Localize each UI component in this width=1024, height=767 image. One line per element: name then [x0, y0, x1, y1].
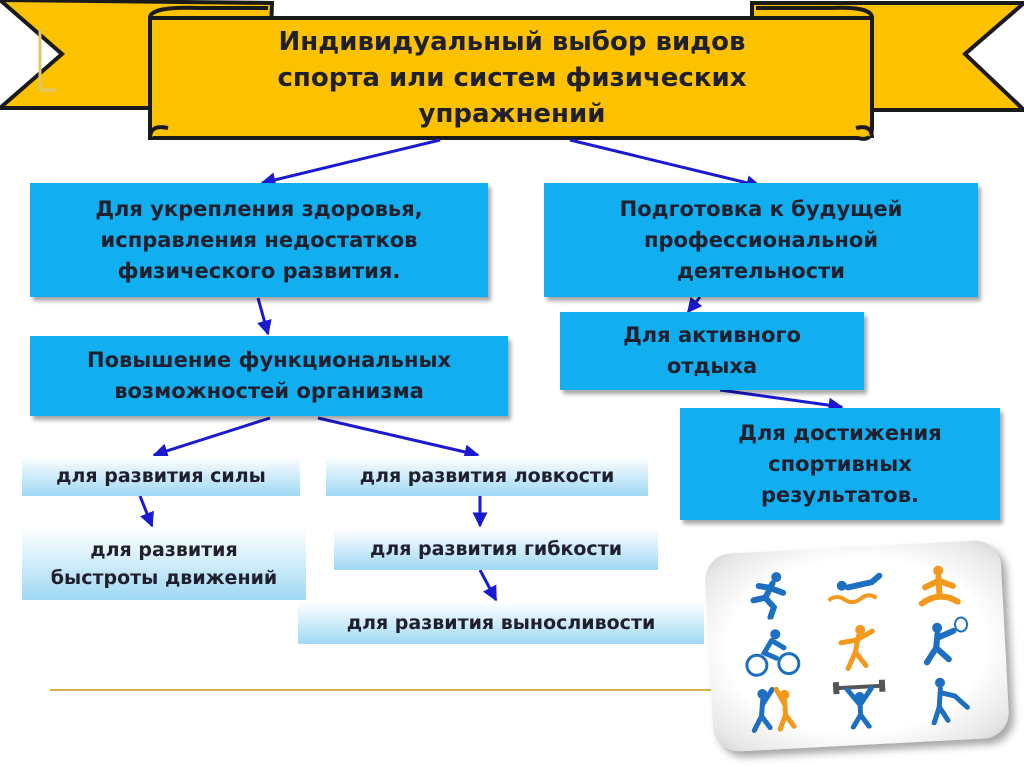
- volleyball-icon: [751, 687, 797, 734]
- title-line-3: упражнений: [418, 99, 606, 129]
- speed-line-1: для развития: [90, 539, 238, 561]
- title-line-1: Индивидуальный выбор видов: [278, 27, 746, 57]
- sports-icons-card: [704, 539, 1010, 753]
- agility-label: для развития ловкости: [359, 465, 615, 487]
- box-endurance: для развития выносливости: [298, 602, 704, 644]
- runner-icon: [750, 571, 786, 621]
- golf-icon: [931, 677, 971, 726]
- profession-line-2: профессиональной: [643, 227, 879, 252]
- strength-label: для развития силы: [56, 465, 266, 487]
- box-function: Повышение функциональных возможностей ор…: [30, 336, 508, 416]
- title-line-2: спорта или систем физических: [277, 63, 747, 93]
- box-health: Для укрепления здоровья, исправления нед…: [30, 183, 488, 297]
- box-profession: Подготовка к будущей профессиональной де…: [544, 183, 978, 297]
- box-leisure: Для активного отдыха: [560, 312, 864, 390]
- tennis-icon: [924, 616, 969, 666]
- arrow-profession-to-leisure: [686, 296, 703, 314]
- results-line-1: Для достижения: [738, 420, 942, 445]
- banner-main: [148, 16, 874, 141]
- leisure-line-2: отдыха: [666, 354, 758, 378]
- arrow-title-to-health: [260, 138, 441, 188]
- results-line-2: спортивных: [768, 451, 912, 476]
- arrow-flexibility-to-endurance: [478, 569, 498, 602]
- health-line-3: физического развития.: [117, 258, 401, 283]
- arrow-health-to-function: [256, 297, 272, 336]
- health-line-1: Для укрепления здоровья,: [95, 196, 423, 221]
- arrow-leisure-to-results: [719, 388, 844, 413]
- results-line-3: результатов.: [760, 482, 920, 507]
- function-line-1: Повышение функциональных: [87, 348, 451, 372]
- box-strength: для развития силы: [22, 456, 300, 496]
- weightlifter-icon: [832, 679, 886, 731]
- box-agility: для развития ловкости: [326, 456, 648, 496]
- box-speed: для развития быстроты движений: [22, 528, 306, 600]
- banner-title: Индивидуальный выбор видов спорта или си…: [232, 24, 792, 132]
- swimmer-icon: [827, 572, 883, 604]
- arrow-function-to-strength: [152, 416, 271, 459]
- profession-line-3: деятельности: [676, 258, 845, 283]
- arrow-title-to-profession: [569, 138, 762, 191]
- title-banner: [0, 0, 1024, 141]
- health-line-2: исправления недостатков: [100, 227, 418, 252]
- box-flexibility: для развития гибкости: [334, 528, 658, 570]
- profession-line-1: Подготовка к будущей: [619, 196, 903, 221]
- arrow-strength-to-speed: [138, 495, 154, 528]
- gymnast-icon: [838, 624, 875, 671]
- flexibility-label: для развития гибкости: [369, 538, 623, 560]
- leisure-line-1: Для активного: [623, 323, 801, 347]
- function-line-2: возможностей организма: [114, 379, 424, 403]
- speed-line-2: быстроты движений: [50, 567, 278, 589]
- cyclist-icon: [745, 629, 800, 677]
- box-results: Для достижения спортивных результатов.: [680, 408, 1000, 520]
- yoga-icon: [919, 565, 962, 607]
- endurance-label: для развития выносливости: [346, 612, 656, 634]
- arrow-function-to-agility: [317, 416, 480, 460]
